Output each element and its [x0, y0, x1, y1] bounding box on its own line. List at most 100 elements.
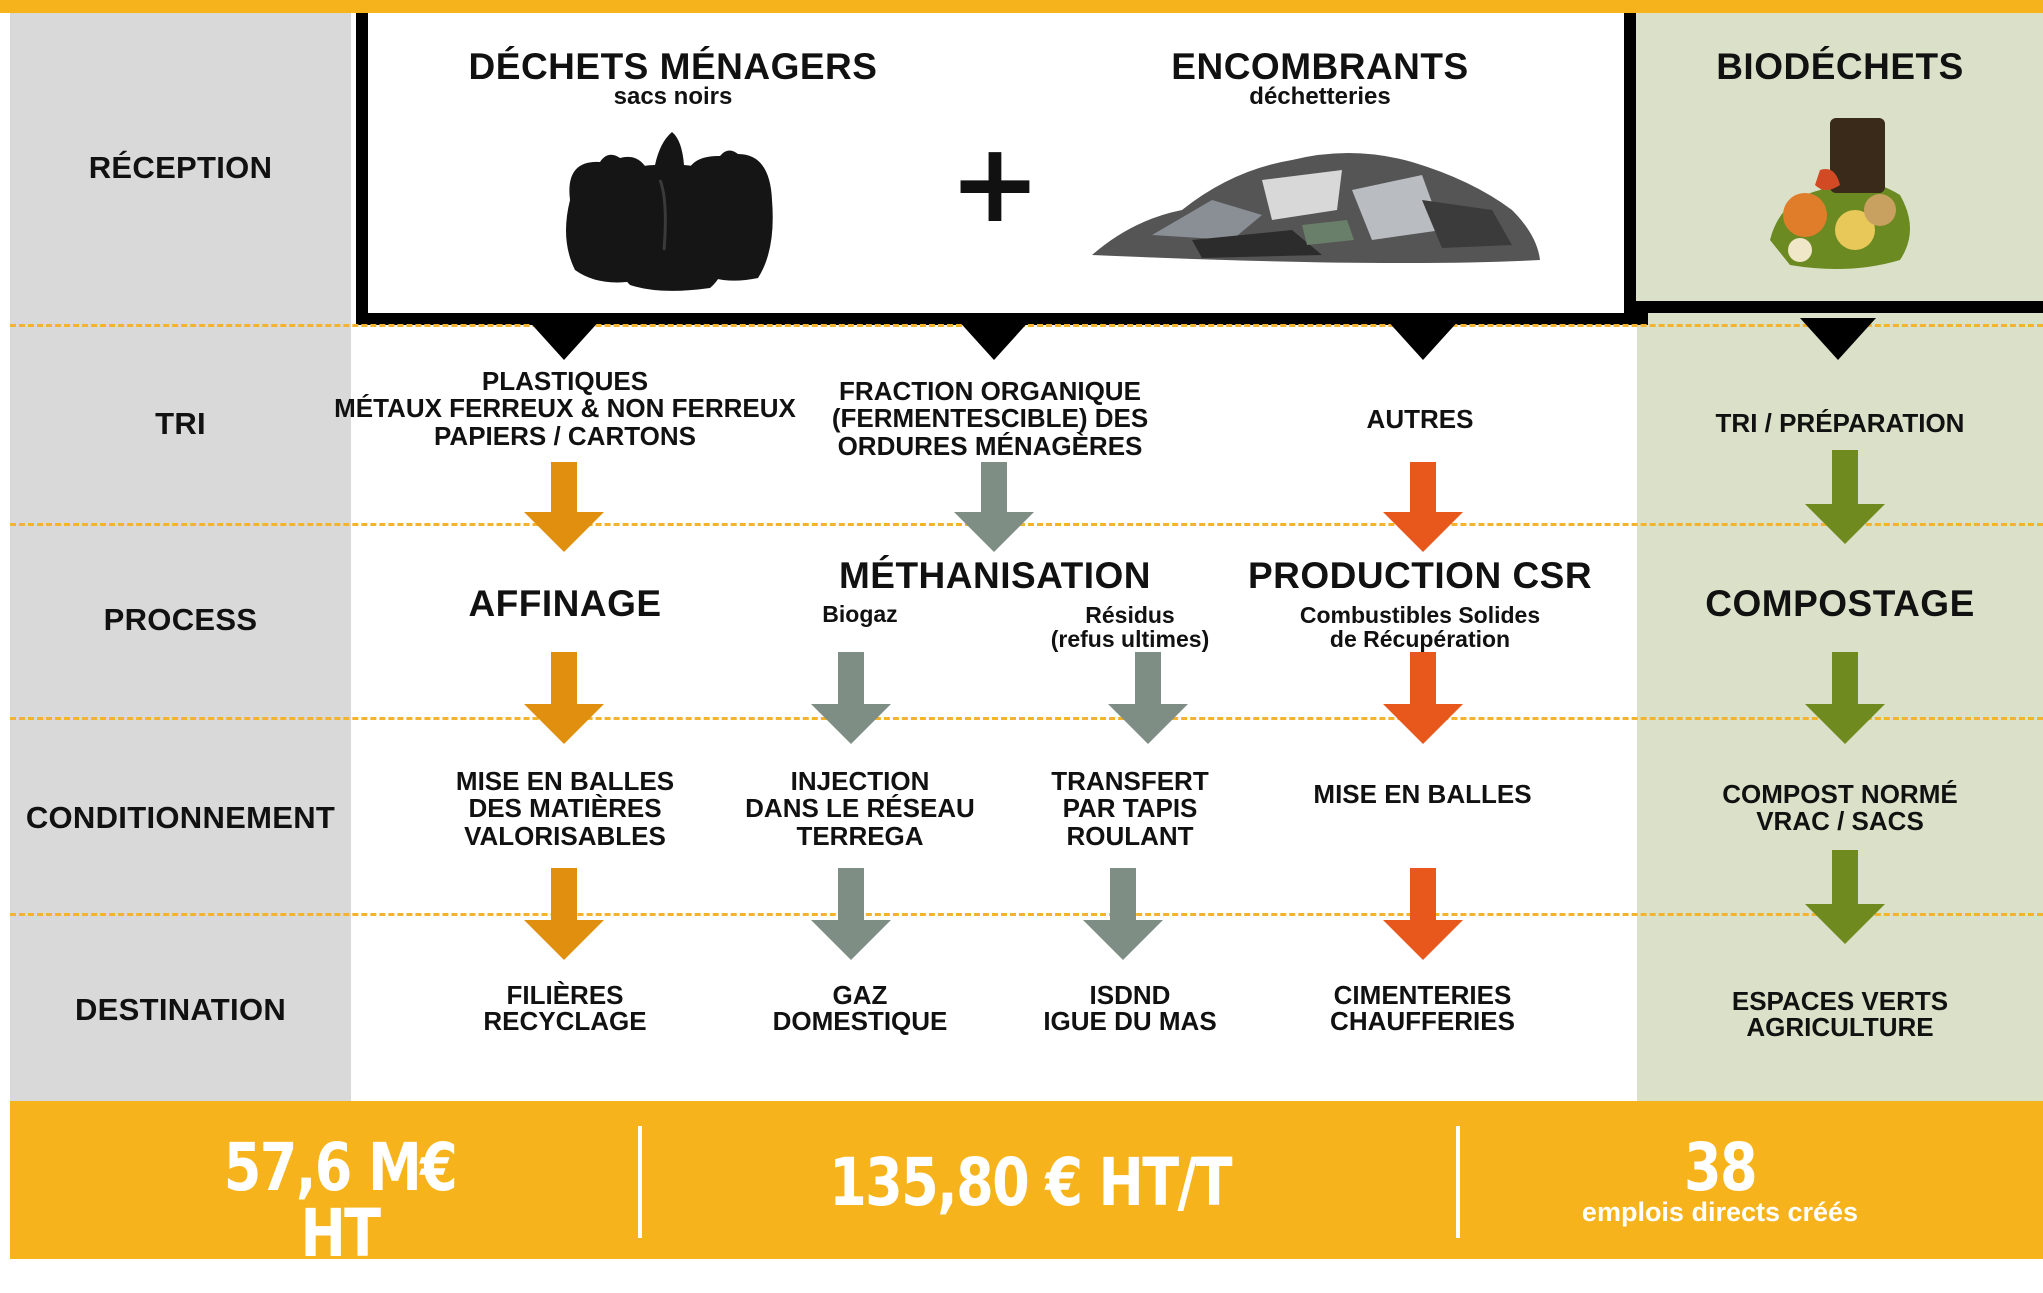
cond-c3-line1: TRANSFERT	[1051, 766, 1209, 796]
flow-arrow-down	[524, 868, 604, 960]
menagers-heading: DÉCHETS MÉNAGERS sacs noirs	[440, 48, 906, 109]
process-csr-sub-line2: de Récupération	[1329, 626, 1511, 653]
process-residus-line1: Résidus	[1085, 602, 1175, 628]
cond-c5-line2: VRAC / SACS	[1756, 806, 1924, 837]
stat-jobs-value: 38	[1683, 1129, 1758, 1206]
pointer-triangle	[526, 318, 602, 360]
dest-gaz: GAZ DOMESTIQUE	[710, 982, 1010, 1034]
cond-mise-en-balles-matieres: MISE EN BALLES DES MATIÈRES VALORISABLES	[400, 766, 730, 851]
process-biogaz: Biogaz	[822, 601, 898, 627]
encombrants-title: ENCOMBRANTS	[1171, 46, 1469, 87]
dest-espaces-verts: ESPACES VERTS AGRICULTURE	[1637, 988, 2043, 1040]
tri-col2-line1: FRACTION ORGANIQUE	[839, 376, 1141, 406]
dest-d2-line1: GAZ	[832, 980, 888, 1010]
cond-c2-line1: INJECTION	[790, 766, 930, 796]
stat-investment-value: 57,6 M€ HT	[223, 1129, 458, 1272]
dest-d1-line1: FILIÈRES	[506, 980, 624, 1010]
cond-transfert: TRANSFERT PAR TAPIS ROULANT	[1010, 766, 1250, 851]
row-label-column	[10, 13, 351, 1101]
reception-pointers	[526, 318, 1876, 360]
top-band	[0, 0, 2043, 13]
stats-divider	[638, 1126, 642, 1238]
process-affinage: AFFINAGE	[468, 583, 662, 624]
tri-recyclables: PLASTIQUES MÉTAUX FERREUX & NON FERREUX …	[330, 366, 800, 451]
stat-investment: 57,6 M€ HT investis	[150, 1135, 530, 1292]
stat-cost-value: 135,80 € HT/T	[829, 1144, 1232, 1221]
flow-arrow-down	[1083, 868, 1163, 960]
row-label-process: PROCESS	[103, 602, 258, 637]
flow-arrow-down	[524, 462, 604, 552]
cond-mise-en-balles: MISE EN BALLES	[1313, 779, 1532, 809]
dest-cimenteries: CIMENTERIES CHAUFFERIES	[1240, 982, 1605, 1034]
menagers-title: DÉCHETS MÉNAGERS	[468, 46, 878, 87]
flow-arrows	[524, 450, 1885, 960]
cond-injection: INJECTION DANS LE RÉSEAU TERREGA	[710, 766, 1010, 851]
row-label-conditionnement: CONDITIONNEMENT	[25, 800, 336, 835]
row-separator	[10, 913, 2043, 916]
dest-d3-line2: IGUE DU MAS	[1043, 1006, 1217, 1036]
pointer-triangle	[956, 318, 1032, 360]
bulky-waste-image	[1092, 152, 1540, 264]
encombrants-heading: ENCOMBRANTS déchetteries	[1120, 48, 1520, 109]
flow-arrow-down	[1383, 868, 1463, 960]
process-csr: PRODUCTION CSR	[1247, 555, 1593, 596]
cond-compost: COMPOST NORMÉ VRAC / SACS	[1637, 779, 2043, 837]
pointer-triangle	[1800, 318, 1876, 360]
cond-c2-line2: DANS LE RÉSEAU	[745, 793, 975, 824]
process-csr-sub: Combustibles Solides de Récupération	[1240, 603, 1600, 651]
row-label-reception: RÉCEPTION	[88, 150, 273, 185]
menagers-subtitle: sacs noirs	[613, 83, 733, 110]
stat-jobs: 38 emplois directs créés	[1560, 1135, 1880, 1226]
cond-c1-line1: MISE EN BALLES	[455, 766, 675, 796]
flow-arrow-down	[1805, 850, 1885, 944]
flow-arrow-down	[811, 868, 891, 960]
flow-arrow-down	[524, 652, 604, 744]
tri-col1-line3: PAPIERS / CARTONS	[434, 420, 696, 451]
cond-c1-line3: VALORISABLES	[464, 820, 666, 851]
cond-c2-line3: TERREGA	[796, 820, 924, 851]
flow-arrow-down	[1805, 652, 1885, 744]
tri-col2-line3: ORDURES MÉNAGÈRES	[837, 430, 1143, 461]
tri-col1-line2: MÉTAUX FERREUX & NON FERREUX	[334, 393, 796, 424]
dest-d1-line2: RECYCLAGE	[483, 1006, 647, 1036]
pointer-triangle	[1385, 318, 1461, 360]
stats-divider	[1456, 1126, 1460, 1238]
flow-arrow-down	[1805, 450, 1885, 544]
dest-d4-line1: CIMENTERIES	[1333, 980, 1512, 1010]
process-residus-line2: (refus ultimes)	[1050, 626, 1210, 653]
dest-d2-line2: DOMESTIQUE	[772, 1006, 948, 1036]
row-separator	[10, 324, 2043, 327]
row-label-destination: DESTINATION	[74, 992, 287, 1027]
cond-c3-line3: ROULANT	[1066, 820, 1194, 851]
tri-col1-line1: PLASTIQUES	[481, 366, 649, 396]
tri-autres: AUTRES	[1366, 404, 1474, 434]
flow-arrow-down	[1383, 652, 1463, 744]
flow-arrow-down	[1108, 652, 1188, 744]
cond-c1-line2: DES MATIÈRES	[468, 793, 662, 824]
dest-isdnd: ISDND IGUE DU MAS	[1010, 982, 1250, 1034]
biowaste-image	[1770, 118, 1910, 269]
cond-c3-line2: PAR TAPIS	[1062, 793, 1198, 824]
row-separator	[10, 717, 2043, 720]
tri-col2-line2: (FERMENTESCIBLE) DES	[831, 403, 1149, 434]
dest-d3-line1: ISDND	[1089, 980, 1171, 1010]
row-label-tri: TRI	[155, 406, 206, 441]
dest-filieres: FILIÈRES RECYCLAGE	[400, 982, 730, 1034]
garbage-bags-image	[566, 132, 773, 291]
process-csr-sub-line1: Combustibles Solides	[1299, 602, 1541, 628]
process-compostage: COMPOSTAGE	[1705, 583, 1975, 624]
flow-arrow-down	[954, 462, 1034, 552]
process-methanisation: MÉTHANISATION	[838, 555, 1152, 596]
row-separator	[10, 523, 2043, 526]
flow-arrow-down	[811, 652, 891, 744]
dest-d4-line2: CHAUFFERIES	[1330, 1006, 1515, 1036]
dest-d5-line2: AGRICULTURE	[1746, 1012, 1934, 1042]
cond-c5-line1: COMPOST NORMÉ	[1722, 779, 1958, 809]
dest-d5-line1: ESPACES VERTS	[1731, 986, 1949, 1016]
process-residus: Résidus (refus ultimes)	[1020, 603, 1240, 651]
stat-cost: 135,80 € HT/T	[760, 1150, 1300, 1216]
flow-arrow-down	[1383, 462, 1463, 552]
stat-jobs-label: emplois directs créés	[1581, 1197, 1859, 1227]
plus-sign: +	[948, 119, 1042, 247]
biodechets-title: BIODÉCHETS	[1716, 46, 1964, 87]
